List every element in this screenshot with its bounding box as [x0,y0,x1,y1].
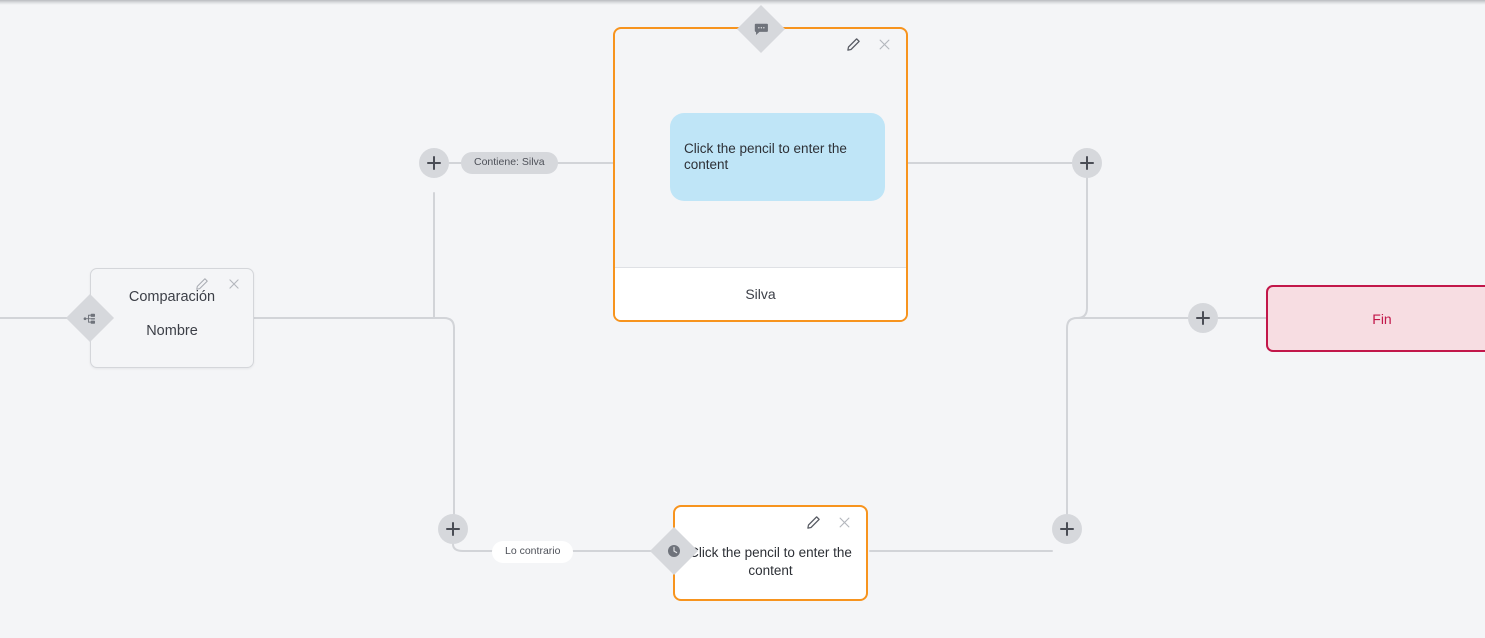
add-after-message-otherwise-button[interactable] [1052,514,1082,544]
close-icon[interactable] [227,277,241,291]
node-comparacion-title: Comparación [128,289,216,305]
node-message-otherwise-text: Click the pencil to enter the content [689,545,852,578]
branch-icon [83,311,98,326]
pencil-icon[interactable] [846,37,861,52]
clock-handle[interactable] [649,526,699,576]
node-message-silva-body: Click the pencil to enter the content [615,29,906,267]
add-branch-true-button[interactable] [419,148,449,178]
message-bubble: Click the pencil to enter the content [670,113,885,201]
node-fin[interactable]: Fin [1266,285,1485,352]
close-icon[interactable] [877,37,892,52]
edge-label-lo-contrario[interactable]: Lo contrario [492,541,574,563]
node-message-otherwise-actions [806,515,852,530]
speech-bubble-icon [754,22,769,36]
pencil-icon[interactable] [806,515,821,530]
pencil-icon[interactable] [195,277,209,291]
node-message-silva[interactable]: Click the pencil to enter the content Si… [613,27,908,322]
edge-label-contiene-silva[interactable]: Contiene: Silva [461,152,558,174]
node-comparacion[interactable]: Comparación Nombre [90,268,254,368]
add-after-message-silva-button[interactable] [1072,148,1102,178]
viewport-top-strip [0,0,1485,5]
add-before-fin-button[interactable] [1188,303,1218,333]
node-comparacion-actions [195,277,241,291]
node-message-silva-footer: Silva [615,267,906,320]
node-message-otherwise[interactable]: Click the pencil to enter the content [673,505,868,601]
node-comparacion-subtitle: Nombre [146,323,198,339]
add-branch-false-button[interactable] [438,514,468,544]
clock-icon [666,543,682,559]
speech-bubble-handle[interactable] [736,4,786,54]
branch-handle[interactable] [65,293,115,343]
close-icon[interactable] [837,515,852,530]
node-message-silva-actions [846,37,892,52]
